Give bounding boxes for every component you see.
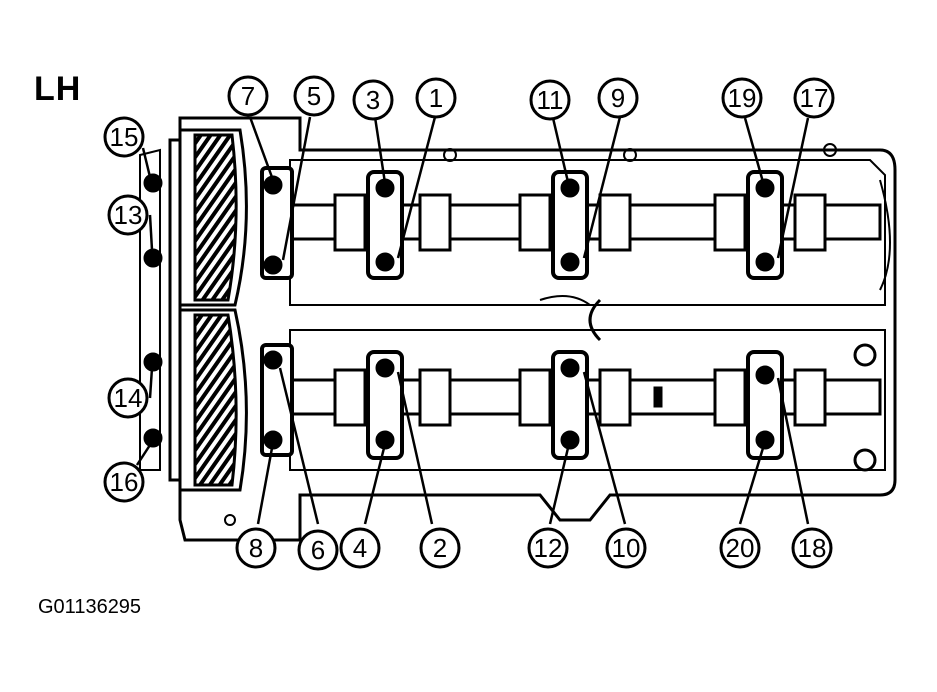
side-label: LH (34, 70, 82, 108)
callout-circle (529, 79, 571, 121)
callout-6: 6 (297, 529, 339, 571)
callout-8: 8 (235, 527, 277, 569)
cylinder-head-outline (139, 116, 897, 542)
callout-2: 2 (419, 527, 461, 569)
figure-id: G01136295 (38, 596, 142, 618)
callout-number: 6 (311, 535, 325, 565)
bolt-heads (143, 173, 775, 450)
camshaft-gears (168, 128, 248, 492)
callout-number: 3 (366, 85, 380, 115)
callout-number: 12 (534, 533, 563, 563)
callout-circle (227, 75, 269, 117)
callout-11: 11 (529, 79, 571, 121)
callout-9: 9 (597, 77, 639, 119)
callout-circle (352, 79, 394, 121)
callout-circle (791, 527, 833, 569)
callout-13: 13 (107, 194, 149, 236)
callout-circle (103, 116, 145, 158)
callout-number: 14 (114, 383, 143, 413)
callout-circle (415, 77, 457, 119)
callout-circle (527, 527, 569, 569)
callout-number: 16 (110, 467, 139, 497)
callout-17: 17 (793, 77, 835, 119)
callout-circle (605, 527, 647, 569)
callout-5: 5 (293, 75, 335, 117)
callout-circle (597, 77, 639, 119)
callout-number: 5 (307, 81, 321, 111)
callout-number: 4 (353, 533, 367, 563)
callout-10: 10 (605, 527, 647, 569)
callout-7: 7 (227, 75, 269, 117)
callout-18: 18 (791, 527, 833, 569)
callout-15: 15 (103, 116, 145, 158)
callout-14: 14 (107, 377, 149, 419)
callout-number: 17 (800, 83, 829, 113)
callout-number: 7 (241, 81, 255, 111)
callout-number: 1 (429, 83, 443, 113)
callout-number: 13 (114, 200, 143, 230)
callout-circle (721, 77, 763, 119)
callout-number: 15 (110, 122, 139, 152)
callout-number: 9 (611, 83, 625, 113)
callout-number: 11 (537, 85, 564, 115)
callout-number: 18 (798, 533, 827, 563)
callout-circle (235, 527, 277, 569)
callout-circle (419, 527, 461, 569)
callout-3: 3 (352, 79, 394, 121)
leader-lines (135, 116, 810, 525)
callout-1: 1 (415, 77, 457, 119)
callout-circle (103, 461, 145, 503)
callout-circle (793, 77, 835, 119)
callout-4: 4 (339, 527, 381, 569)
callout-circle (339, 527, 381, 569)
callout-12: 12 (527, 527, 569, 569)
callout-number: 8 (249, 533, 263, 563)
callout-circle (107, 377, 149, 419)
callout-circle (719, 527, 761, 569)
callout-19: 19 (721, 77, 763, 119)
callout-circle (297, 529, 339, 571)
callout-circle (107, 194, 149, 236)
callout-circle (293, 75, 335, 117)
callout-number: 10 (612, 533, 641, 563)
callout-number: 2 (433, 533, 447, 563)
callout-number: 19 (728, 83, 757, 113)
callout-16: 16 (103, 461, 145, 503)
callout-number: 20 (726, 533, 755, 563)
callout-20: 20 (719, 527, 761, 569)
